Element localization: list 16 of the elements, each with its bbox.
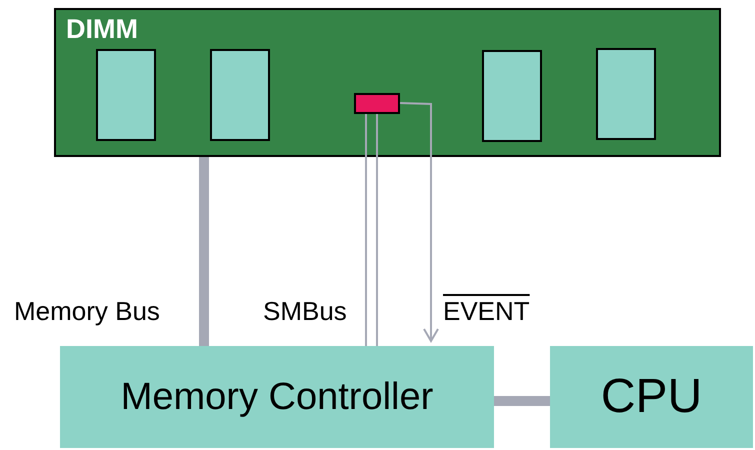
node-label: CPU	[600, 373, 702, 421]
memory-chip	[482, 50, 542, 142]
connector-line	[365, 114, 367, 346]
connector-line	[199, 157, 209, 346]
node-label: DIMM	[66, 16, 138, 43]
sensor-chip	[354, 93, 400, 114]
memory-chip	[96, 49, 156, 141]
connector-line	[376, 114, 378, 346]
dimm-board	[54, 8, 721, 157]
connector-line	[400, 102, 439, 342]
cpu-box	[550, 346, 753, 448]
connector-line	[494, 396, 550, 406]
memory-chip	[596, 48, 656, 140]
controller-box	[60, 346, 494, 448]
memory-chip	[210, 49, 270, 141]
node-label: Memory Controller	[120, 378, 434, 416]
